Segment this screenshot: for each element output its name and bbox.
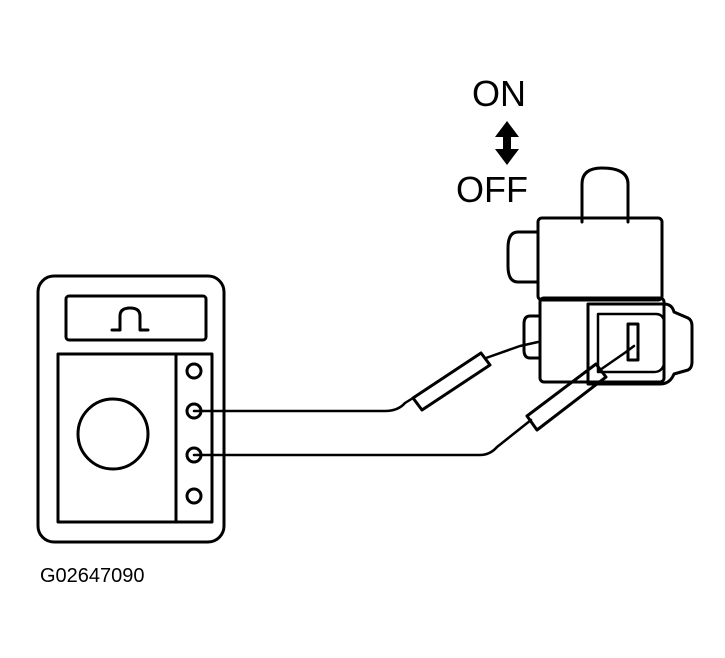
figure-id: G02647090 bbox=[40, 565, 145, 587]
multimeter-body bbox=[36, 274, 226, 544]
test-lead-wire-lower bbox=[192, 418, 533, 457]
switch-plunger[interactable] bbox=[580, 166, 630, 224]
probe-lower-tip bbox=[598, 344, 636, 372]
probe-upper bbox=[411, 340, 540, 412]
multimeter-panel bbox=[56, 352, 214, 524]
terminal-1[interactable] bbox=[185, 362, 203, 380]
multimeter bbox=[36, 274, 226, 544]
test-lead-wire-upper bbox=[192, 396, 415, 413]
switch-upper-body bbox=[536, 216, 664, 302]
connector-housing bbox=[586, 302, 694, 386]
terminal-4[interactable] bbox=[185, 487, 203, 505]
probe-upper-body bbox=[411, 351, 492, 412]
connector-terminal-slot bbox=[626, 322, 640, 362]
continuity-pulse-symbol bbox=[110, 306, 150, 332]
probe-lower bbox=[525, 344, 636, 432]
connector-inner-wall bbox=[596, 312, 666, 374]
switch-off-label: OFF bbox=[456, 169, 528, 210]
selector-dial[interactable] bbox=[76, 397, 150, 471]
probe-upper-tip bbox=[484, 340, 540, 360]
multimeter-display bbox=[64, 294, 208, 342]
switch-left-nub bbox=[522, 314, 542, 360]
switch-on-label: ON bbox=[472, 73, 526, 114]
switch-assembly bbox=[506, 166, 694, 386]
switch-side-tab bbox=[506, 230, 540, 284]
double-arrow-up-down-icon bbox=[495, 121, 519, 165]
